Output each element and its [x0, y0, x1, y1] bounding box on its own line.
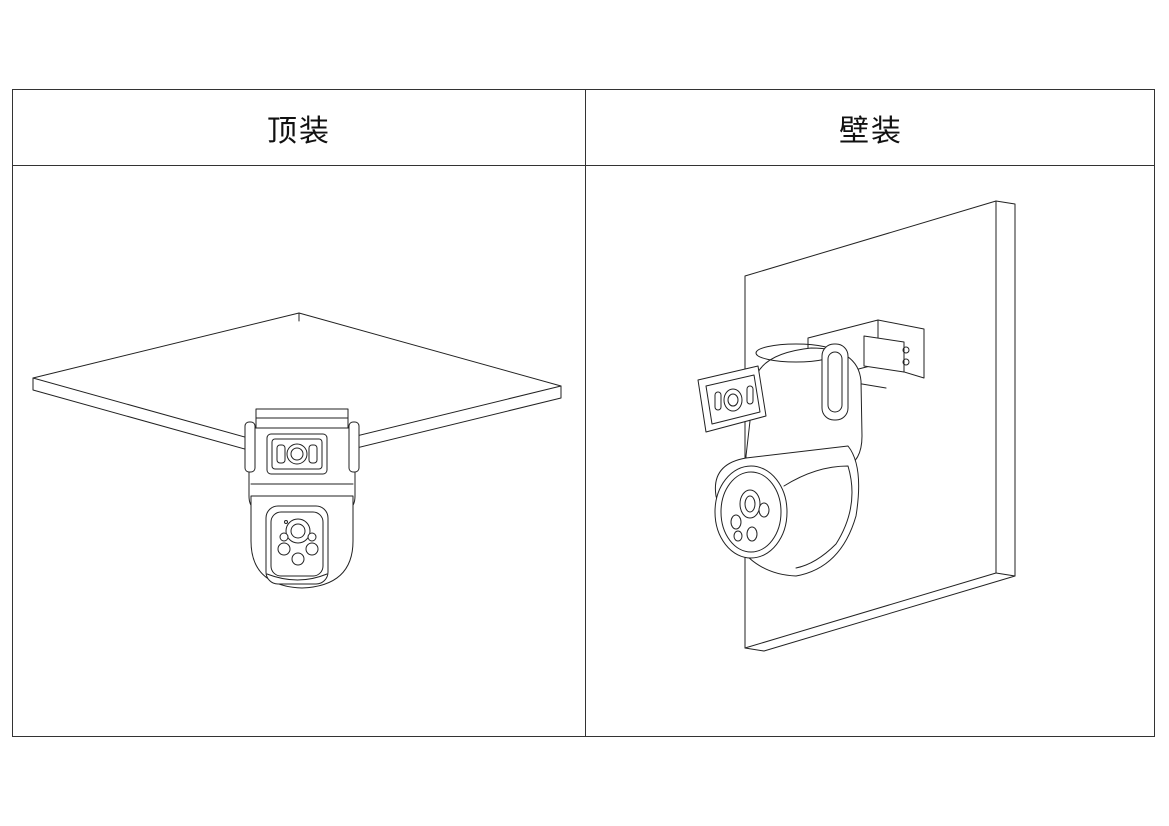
ceiling-mount-drawing — [32, 312, 562, 589]
header-divider — [13, 165, 1154, 166]
wall-mount-drawing — [697, 200, 1016, 652]
wall-mount-header: 壁装 — [839, 113, 903, 149]
ceiling-mount-header: 顶装 — [267, 113, 331, 149]
ceiling-camera — [244, 408, 360, 589]
mount-options-table: 顶装 壁装 — [12, 89, 1155, 737]
ceiling-mount-figure — [13, 166, 585, 736]
column-divider — [585, 90, 586, 736]
wall-mount-figure — [586, 166, 1156, 736]
wall-camera — [697, 343, 863, 577]
